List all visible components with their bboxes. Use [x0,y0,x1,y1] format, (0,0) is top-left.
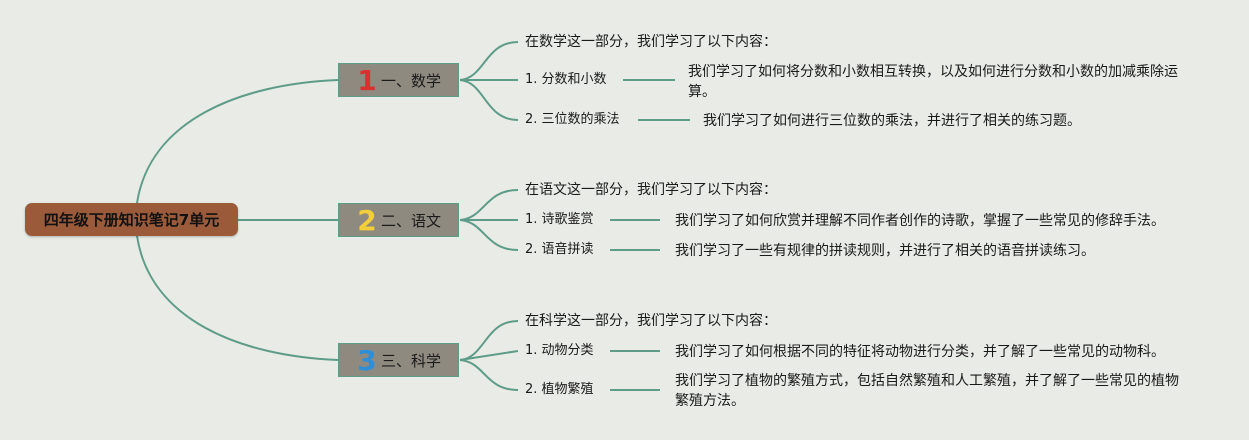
science-item-2-desc[interactable]: 我们学习了植物的繁殖方式，包括自然繁殖和人工繁殖，并了解了一些常见的植物繁殖方法… [675,373,1179,409]
branch-number-chinese: 2 [357,203,377,237]
branch-chinese[interactable]: 2 二、语文 [338,203,459,237]
branch-label-science: 三、科学 [381,351,442,370]
root-node[interactable]: 四年级下册知识笔记7单元 [25,203,238,236]
chinese-item-1-desc[interactable]: 我们学习了如何欣赏并理解不同作者创作的诗歌，掌握了一些常见的修辞手法。 [675,213,1165,229]
math-item-2[interactable]: 2. 三位数的乘法 [525,112,620,127]
edge-science-intro [459,320,519,361]
edge-math-item2 [459,79,519,121]
chinese-item-2[interactable]: 2. 语音拼读 [525,242,594,257]
root-title: 四年级下册知识笔记7单元 [43,211,220,229]
edge-science-item2 [459,359,519,391]
branch-label-math: 一、数学 [381,71,442,90]
edge-root-science [136,235,339,361]
edge-science-item1 [459,350,519,361]
science-item-1[interactable]: 1. 动物分类 [525,343,594,358]
chinese-item-2-desc[interactable]: 我们学习了一些有规律的拼读规则，并进行了相关的语音拼读练习。 [675,243,1095,259]
branch-label-chinese: 二、语文 [381,211,442,230]
math-item-1[interactable]: 1. 分数和小数 [525,72,607,87]
science-item-2[interactable]: 2. 植物繁殖 [525,382,594,397]
chinese-intro[interactable]: 在语文这一部分，我们学习了以下内容： [525,182,777,198]
math-item-1-desc[interactable]: 我们学习了如何将分数和小数相互转换，以及如何进行分数和小数的加减乘除运算。 [688,64,1178,100]
edge-root-math [136,79,339,204]
branch-number-science: 3 [357,343,377,377]
math-intro[interactable]: 在数学这一部分，我们学习了以下内容： [525,34,777,50]
branch-math[interactable]: 1 一、数学 [338,63,459,97]
edge-chinese-item2 [459,219,519,251]
edge-math-intro [459,41,519,81]
branch-number-math: 1 [357,63,377,97]
branch-science[interactable]: 3 三、科学 [338,343,459,377]
math-item-2-desc[interactable]: 我们学习了如何进行三位数的乘法，并进行了相关的练习题。 [703,113,1081,129]
science-intro[interactable]: 在科学这一部分，我们学习了以下内容： [525,313,777,329]
chinese-item-1[interactable]: 1. 诗歌鉴赏 [525,212,594,227]
science-item-1-desc[interactable]: 我们学习了如何根据不同的特征将动物进行分类，并了解了一些常见的动物科。 [675,344,1165,360]
edge-chinese-intro [459,189,519,221]
